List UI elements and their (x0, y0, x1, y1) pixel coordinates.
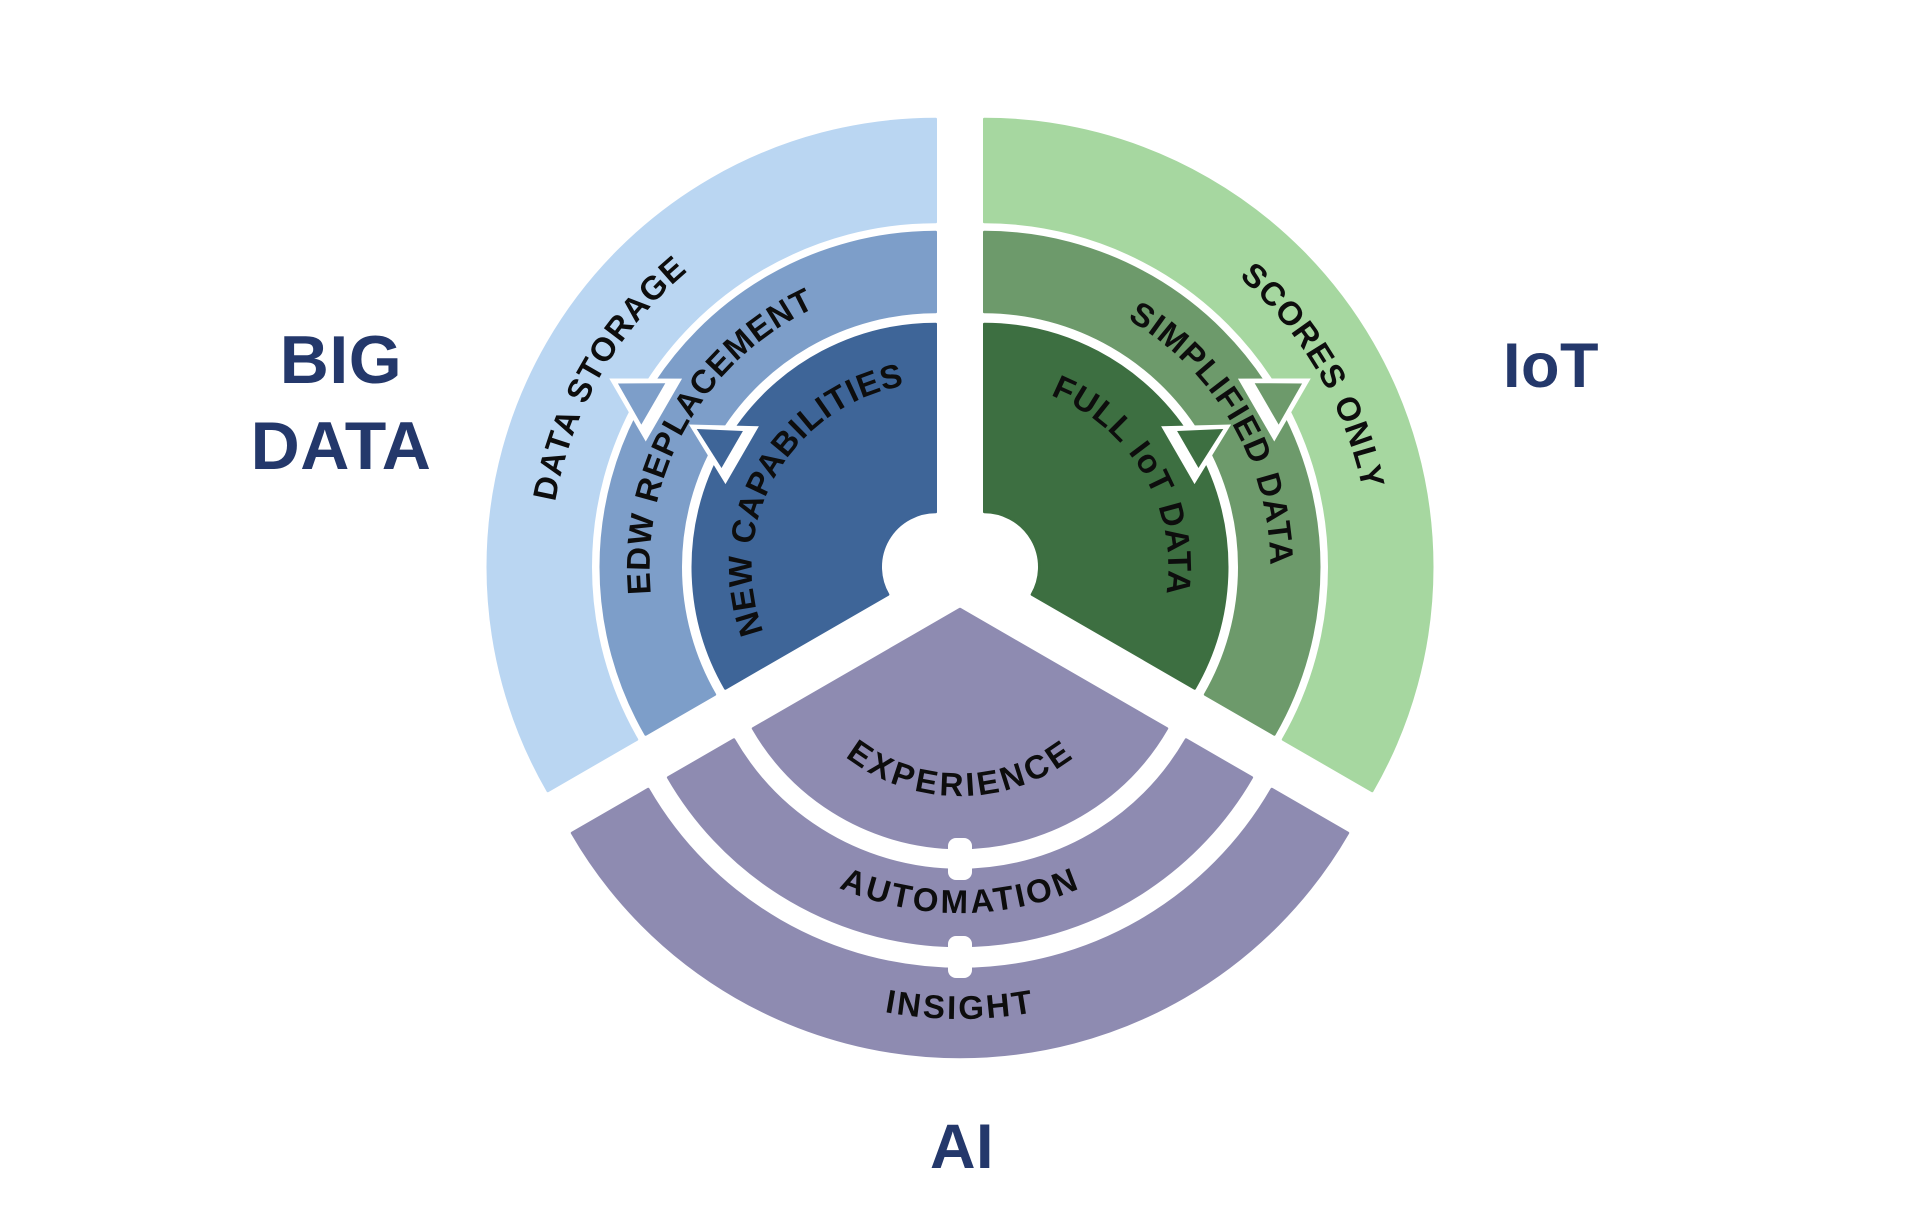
arrow-notch-iot-0 (1177, 429, 1224, 469)
ring-ai-outer (570, 787, 1350, 1059)
ring-iot-inner (983, 322, 1229, 690)
ring-ai-middle (666, 738, 1254, 948)
ring-big-data-middle (599, 230, 937, 736)
ring-iot-outer (983, 117, 1434, 793)
ring-iot-middle (983, 230, 1321, 736)
sector-caption-line: AI (930, 1112, 994, 1182)
sector-caption-line: BIG (279, 322, 403, 398)
sector-caption-line: DATA (250, 408, 432, 484)
sector-caption-iot: IoT (1471, 323, 1631, 409)
ring-big-data-inner (691, 322, 937, 690)
ring-ai-inner (751, 607, 1169, 850)
tab-connector-ai-0 (948, 838, 972, 880)
arrow-notch-big-data-1 (617, 383, 666, 425)
tab-connector-ai-1 (948, 936, 972, 978)
sector-caption-big-data: BIG DATA (231, 317, 451, 489)
sector-caption-line: IoT (1503, 331, 1599, 401)
ring-label-insight: INSIGHT (883, 982, 1036, 1026)
ring-big-data-outer (486, 117, 937, 793)
sector-caption-ai: AI (882, 1104, 1042, 1190)
arrow-notch-iot-1 (1254, 383, 1303, 425)
arrow-notch-big-data-0 (696, 429, 743, 469)
